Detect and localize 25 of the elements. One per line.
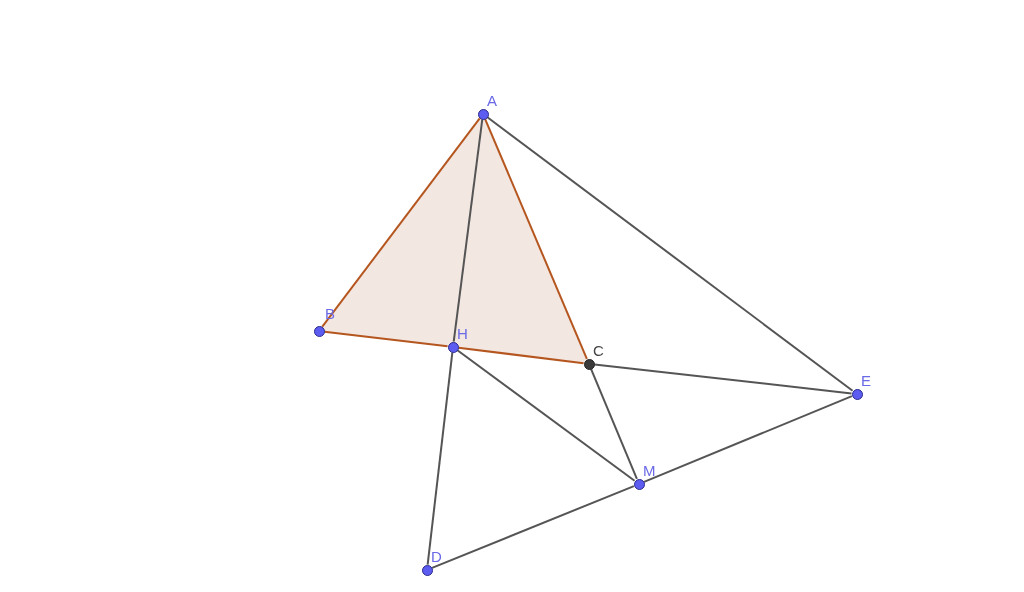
line-segment	[457, 346, 585, 365]
line-segment	[452, 118, 484, 343]
line-segment	[456, 349, 636, 482]
point	[583, 358, 595, 370]
point	[633, 478, 645, 490]
point	[851, 388, 863, 400]
point	[477, 108, 489, 120]
point	[421, 564, 433, 576]
line-segment	[431, 485, 635, 569]
point-label: D	[431, 549, 442, 564]
point	[313, 325, 325, 337]
line-segment	[484, 118, 588, 360]
line-segment	[321, 117, 481, 328]
point-label: M	[643, 463, 656, 478]
point-label: C	[593, 343, 604, 358]
point-label: E	[861, 373, 871, 388]
line-segment	[593, 363, 853, 395]
line-segment	[323, 330, 449, 348]
line-segment	[426, 351, 454, 566]
point-label: A	[487, 93, 497, 108]
line-segment	[590, 368, 638, 480]
point	[447, 341, 459, 353]
line-segment	[643, 395, 853, 483]
line-segment	[486, 116, 854, 392]
point-label: H	[457, 326, 468, 341]
